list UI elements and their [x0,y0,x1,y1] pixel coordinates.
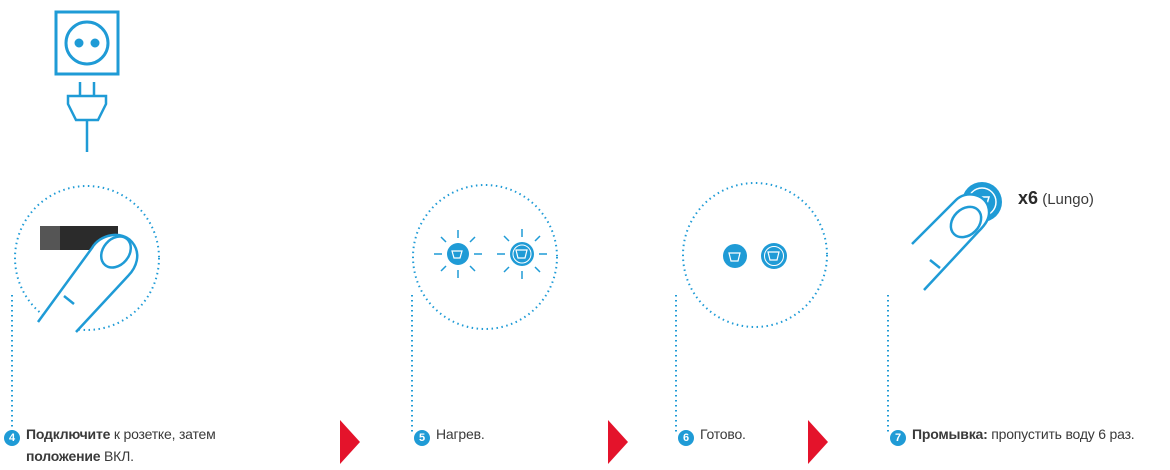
repeat-count: x6 [1018,188,1039,208]
step-bold-text: Промывка: [912,426,988,442]
step-number: 5 [414,430,430,446]
step-7-label: 7 Промывка: пропустить воду 6 раз. [890,424,1135,446]
step-text: Готово. [700,426,746,442]
finger-icon [911,193,991,291]
step-text: Нагрев. [436,426,485,442]
step-number: 7 [890,430,906,446]
step-text: к розетке, затем [110,426,216,442]
heating-cup-button-icon [434,230,482,278]
switch-circle [11,185,160,432]
ready-cup-button-icon [761,243,787,269]
step-number: 6 [678,430,694,446]
step-6-label: 6 Готово. [678,424,746,446]
step-4-label: 4 Подключите к розетке, затем положение В… [4,424,284,466]
heating-cup-button-icon [497,229,547,279]
finger-icon [36,233,139,333]
ready-cup-button-icon [723,244,747,268]
next-arrow-icon [340,420,360,464]
power-socket-icon [54,10,120,76]
step-number: 4 [4,430,20,446]
heating-circle [411,184,558,432]
step-bold-text: положение [26,448,101,464]
repeat-label: (Lungo) [1042,191,1094,208]
ready-circle [675,182,828,432]
plug-icon [66,82,108,152]
step-text: ВКЛ. [100,448,134,464]
step-bold-text: Подключите [26,426,111,442]
next-arrow-icon [608,420,628,464]
next-arrow-icon [808,420,828,464]
step-5-label: 5 Нагрев. [414,424,485,446]
step-text: пропустить воду 6 раз. [987,426,1135,442]
repeat-count-label: x6 (Lungo) [1018,188,1094,209]
